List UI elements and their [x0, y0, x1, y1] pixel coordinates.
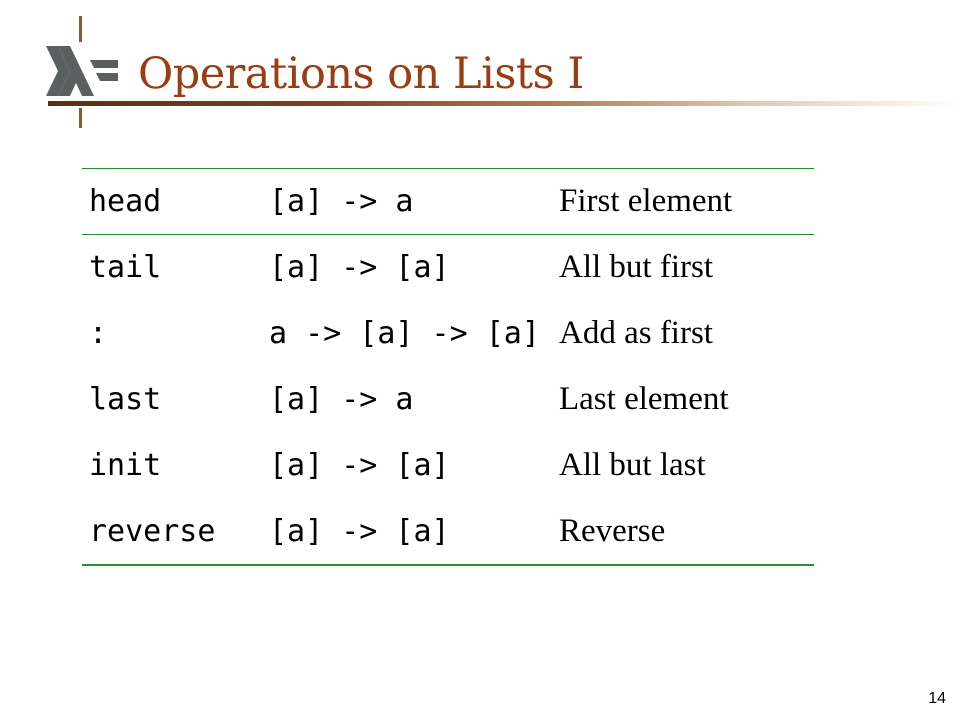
table-row: last [a] -> a Last element — [82, 367, 814, 433]
function-name: init — [89, 448, 162, 483]
function-description: First element — [559, 168, 814, 235]
table-row: reverse [a] -> [a] Reverse — [82, 498, 814, 566]
type-signature: [a] -> a — [269, 168, 559, 235]
page-number: 14 — [928, 690, 946, 707]
accent-bar-bottom — [79, 108, 82, 128]
function-description: Reverse — [559, 498, 814, 566]
table-row: head [a] -> a First element — [82, 168, 814, 235]
type-signature: [a] -> [a] — [269, 234, 559, 301]
title-underline — [48, 101, 960, 106]
function-description: Add as first — [559, 315, 713, 351]
type-signature: [a] -> [a] — [269, 448, 450, 483]
function-name: tail — [82, 234, 269, 301]
table-row: tail [a] -> [a] All but first — [82, 234, 814, 301]
function-name: reverse — [82, 498, 269, 566]
table-row: : a -> [a] -> [a] Add as first — [82, 301, 814, 367]
type-signature: [a] -> a — [269, 382, 414, 417]
accent-bar-top — [79, 16, 82, 42]
list-operations-table: head [a] -> a First element tail [a] -> … — [82, 168, 814, 566]
function-name: head — [82, 168, 269, 235]
function-name: last — [89, 382, 162, 417]
function-description: All but first — [559, 234, 814, 301]
type-signature: [a] -> [a] — [269, 498, 559, 566]
table-row: init [a] -> [a] All but last — [82, 433, 814, 499]
slide-title: Operations on Lists I — [138, 49, 584, 99]
haskell-logo-icon — [46, 46, 118, 96]
function-name: : — [89, 316, 108, 351]
type-signature: a -> [a] -> [a] — [269, 316, 540, 351]
function-description: All but last — [559, 447, 706, 483]
function-description: Last element — [559, 381, 729, 417]
